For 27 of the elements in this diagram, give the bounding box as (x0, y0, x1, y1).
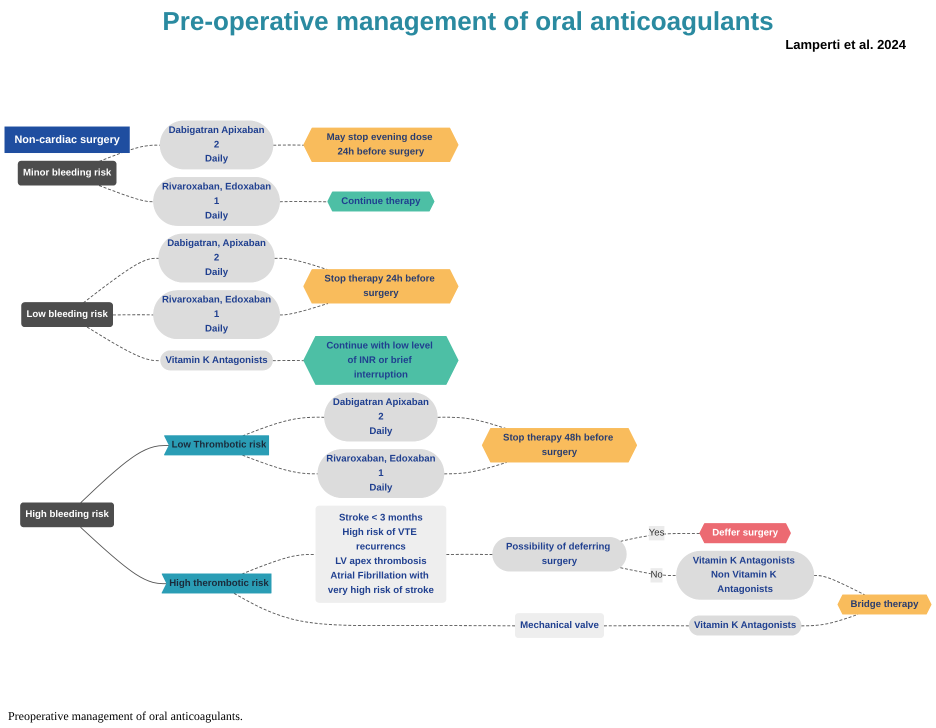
connector (80, 526, 168, 584)
connector (80, 445, 170, 504)
connector (98, 144, 161, 162)
connector (279, 303, 328, 316)
node-box: Non-cardiac surgery (4, 126, 130, 154)
title: Pre-operative management of oral anticoagulants (161, 6, 775, 37)
connector (437, 417, 508, 430)
connector (814, 575, 866, 596)
connector (82, 258, 160, 304)
connector (279, 201, 328, 203)
edge-label: Yes (648, 528, 664, 538)
connector (446, 554, 494, 556)
connector (112, 314, 154, 316)
connector (98, 185, 154, 203)
citation: Lamperti et al. 2024 (785, 37, 906, 52)
connector (86, 326, 162, 362)
edge-label: No (650, 570, 663, 580)
connector (272, 144, 304, 146)
caption: Preoperative management of oral anticoagulants. (8, 709, 244, 724)
connector (604, 626, 690, 627)
connector (234, 593, 516, 627)
connector (800, 614, 858, 627)
connector (620, 533, 700, 542)
connector (242, 455, 319, 475)
connector (444, 462, 508, 475)
connector (620, 567, 678, 576)
connector (272, 360, 304, 362)
